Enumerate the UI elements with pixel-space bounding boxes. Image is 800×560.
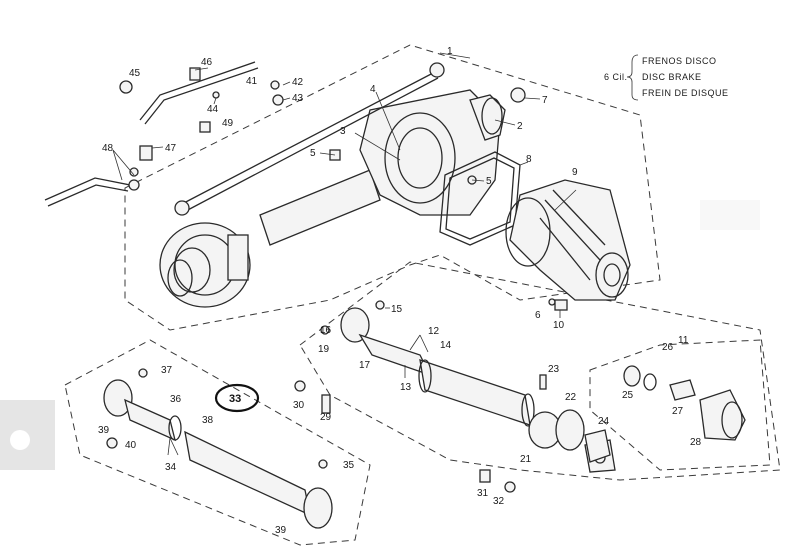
callout-32: 32 — [493, 496, 505, 507]
scan-noise — [0, 200, 760, 470]
axle-housing — [259, 89, 506, 246]
callout-12: 12 — [428, 326, 440, 337]
highlighted-callout-33: 33 — [229, 393, 241, 405]
callout-45-b: 46 — [201, 57, 213, 68]
leader-lines — [112, 52, 577, 456]
legend-bracket — [626, 54, 639, 101]
callout-15: 15 — [391, 304, 403, 315]
callout-7: 7 — [542, 95, 548, 106]
callout-44: 44 — [207, 104, 219, 115]
callout-39-b: 39 — [275, 525, 287, 536]
callout-43: 43 — [292, 93, 304, 104]
legend-prefix: 6 Cil. — [604, 72, 628, 82]
callout-9: 9 — [572, 167, 578, 178]
callout-46: 47 — [165, 143, 177, 154]
callout-21: 21 — [520, 454, 532, 465]
callout-28: 28 — [690, 437, 702, 448]
legend-line-en: DISC BRAKE — [642, 72, 702, 82]
front-driveshaft — [103, 379, 333, 529]
callout-45: 45 — [129, 68, 141, 79]
callout-40: 40 — [125, 440, 137, 451]
callout-5-b: 5 — [486, 176, 492, 187]
callout-27: 27 — [672, 406, 684, 417]
callout-26: 26 — [662, 342, 674, 353]
callout-22: 22 — [565, 392, 577, 403]
callout-29: 29 — [320, 412, 332, 423]
callout-25: 25 — [622, 390, 634, 401]
callout-11: 11 — [678, 335, 689, 346]
callout-41: 41 — [246, 76, 258, 87]
callout-39: 39 — [98, 425, 110, 436]
callout-24: 24 — [598, 416, 610, 427]
callout-labels: 1 2 3 4 5 5 6 7 8 9 10 11 12 13 14 15 16… — [98, 46, 702, 536]
callout-30: 30 — [293, 400, 305, 411]
callout-36: 36 — [170, 394, 182, 405]
driveshaft-group-boundary — [299, 261, 781, 481]
callout-49: 49 — [222, 118, 234, 129]
callout-2: 2 — [517, 121, 523, 132]
callout-3: 3 — [340, 126, 346, 137]
middle-driveshaft — [340, 307, 585, 451]
front-driveshaft-group-boundary — [64, 339, 371, 546]
legend-line-fr: FREIN DE DISQUE — [642, 88, 729, 98]
callout-13: 13 — [400, 382, 412, 393]
stabilizer-bar — [44, 61, 259, 207]
callout-17: 17 — [359, 360, 371, 371]
callout-38: 38 — [202, 415, 214, 426]
universal-joint-parts — [623, 365, 746, 441]
callout-14: 14 — [440, 340, 452, 351]
legend-line-es: FRENOS DISCO — [642, 56, 717, 66]
callout-37: 37 — [161, 365, 173, 376]
tie-rod — [174, 62, 445, 216]
callout-1: 1 — [447, 46, 453, 57]
brake-legend: 6 Cil. FRENOS DISCO DISC BRAKE FREIN DE … — [604, 56, 729, 98]
callout-6: 6 — [535, 310, 541, 321]
callout-31: 31 — [477, 488, 489, 499]
hardware-small-parts — [106, 67, 568, 493]
callout-34: 34 — [165, 462, 177, 473]
callout-42: 42 — [292, 77, 304, 88]
callout-5: 5 — [310, 148, 316, 159]
joint-group-boundary — [589, 339, 771, 471]
highlighted-callout-ring — [214, 383, 260, 413]
callout-16: 16 — [320, 325, 332, 336]
callout-23: 23 — [548, 364, 560, 375]
callout-10: 10 — [553, 320, 565, 331]
callout-19: 19 — [318, 344, 330, 355]
callout-8: 8 — [526, 154, 532, 165]
coupling-flange — [584, 429, 611, 463]
callout-4: 4 — [370, 84, 376, 95]
callout-35: 35 — [343, 460, 355, 471]
callout-47: 48 — [102, 143, 114, 154]
brake-disc-hub — [159, 222, 251, 308]
differential-carrier — [505, 179, 631, 301]
